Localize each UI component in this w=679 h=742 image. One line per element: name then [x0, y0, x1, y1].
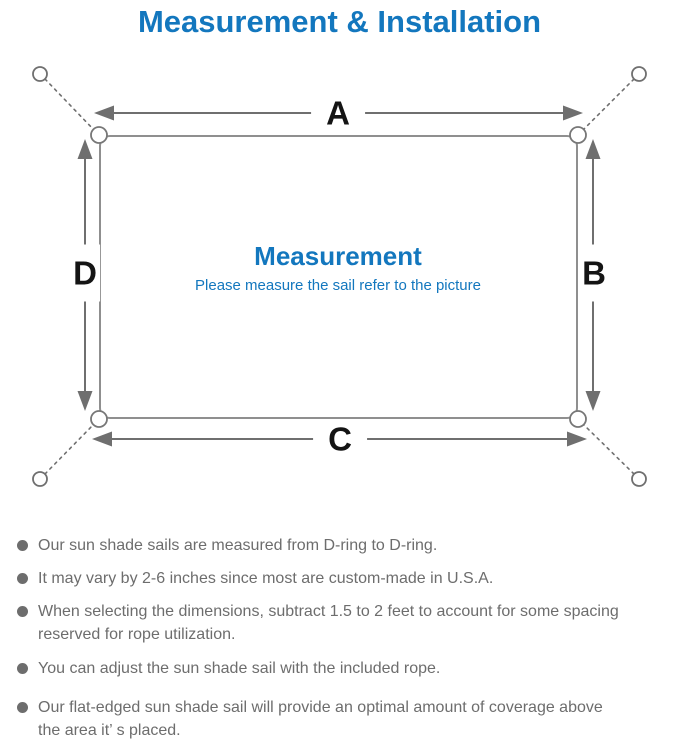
- anchor-point-top-left: [32, 66, 48, 82]
- d-ring-bottom-right: [569, 410, 587, 428]
- arrowhead-a-right: [563, 105, 583, 121]
- bullet-icon: [17, 606, 28, 617]
- d-ring-bottom-left: [90, 410, 108, 428]
- note-text-line: Our flat-edged sun shade sail will provi…: [38, 699, 603, 716]
- rope-top-left: [44, 78, 95, 131]
- d-ring-top-right: [569, 126, 587, 144]
- dimension-label-c: C: [313, 420, 367, 458]
- bullet-icon: [17, 573, 28, 584]
- list-item: When selecting the dimensions, subtract …: [15, 600, 667, 646]
- arrowhead-d-bottom: [77, 391, 93, 411]
- anchor-point-bottom-right: [631, 471, 647, 487]
- anchor-point-top-right: [631, 66, 647, 82]
- dimension-label-d: D: [70, 244, 100, 302]
- note-text: You can adjust the sun shade sail with t…: [38, 660, 441, 677]
- note-text-line: When selecting the dimensions, subtract …: [38, 603, 619, 620]
- bullet-icon: [17, 702, 28, 713]
- arrowhead-b-bottom: [585, 391, 601, 411]
- arrowhead-c-left: [92, 431, 112, 447]
- bullet-icon: [17, 540, 28, 551]
- notes-list: Our sun shade sails are measured from D-…: [0, 516, 679, 742]
- arrowhead-d-top: [77, 139, 93, 159]
- rope-bottom-left: [44, 423, 95, 475]
- arrowhead-c-right: [567, 431, 587, 447]
- dimension-label-b: B: [579, 244, 609, 302]
- dimension-label-a: A: [311, 94, 365, 132]
- note-text: Our flat-edged sun shade sail will provi…: [38, 696, 603, 742]
- measurement-diagram: A B C D Measurement Please measure the s…: [0, 56, 679, 516]
- diagram-canvas: [32, 66, 647, 487]
- diagram-center-text: Measurement Please measure the sail refe…: [195, 242, 481, 295]
- bullet-icon: [17, 663, 28, 674]
- list-item: Our flat-edged sun shade sail will provi…: [15, 696, 667, 742]
- sail-outline: [99, 135, 578, 419]
- note-text: When selecting the dimensions, subtract …: [38, 600, 619, 646]
- arrowhead-b-top: [585, 139, 601, 159]
- rope-bottom-right: [582, 423, 635, 475]
- list-item: Our sun shade sails are measured from D-…: [15, 534, 667, 557]
- note-text: Our sun shade sails are measured from D-…: [38, 537, 438, 554]
- list-item: You can adjust the sun shade sail with t…: [15, 657, 667, 680]
- d-ring-top-left: [90, 126, 108, 144]
- note-text: It may vary by 2-6 inches since most are…: [38, 570, 494, 587]
- note-text-line: reserved for rope utilization.: [38, 626, 236, 643]
- diagram-caption: Please measure the sail refer to the pic…: [195, 276, 481, 294]
- arrowhead-a-left: [94, 105, 114, 121]
- note-text-line: the area it’ s placed.: [38, 722, 181, 739]
- rope-top-right: [582, 78, 635, 131]
- list-item: It may vary by 2-6 inches since most are…: [15, 567, 667, 590]
- diagram-heading: Measurement: [254, 241, 422, 271]
- anchor-point-bottom-left: [32, 471, 48, 487]
- page-title: Measurement & Installation: [137, 4, 542, 39]
